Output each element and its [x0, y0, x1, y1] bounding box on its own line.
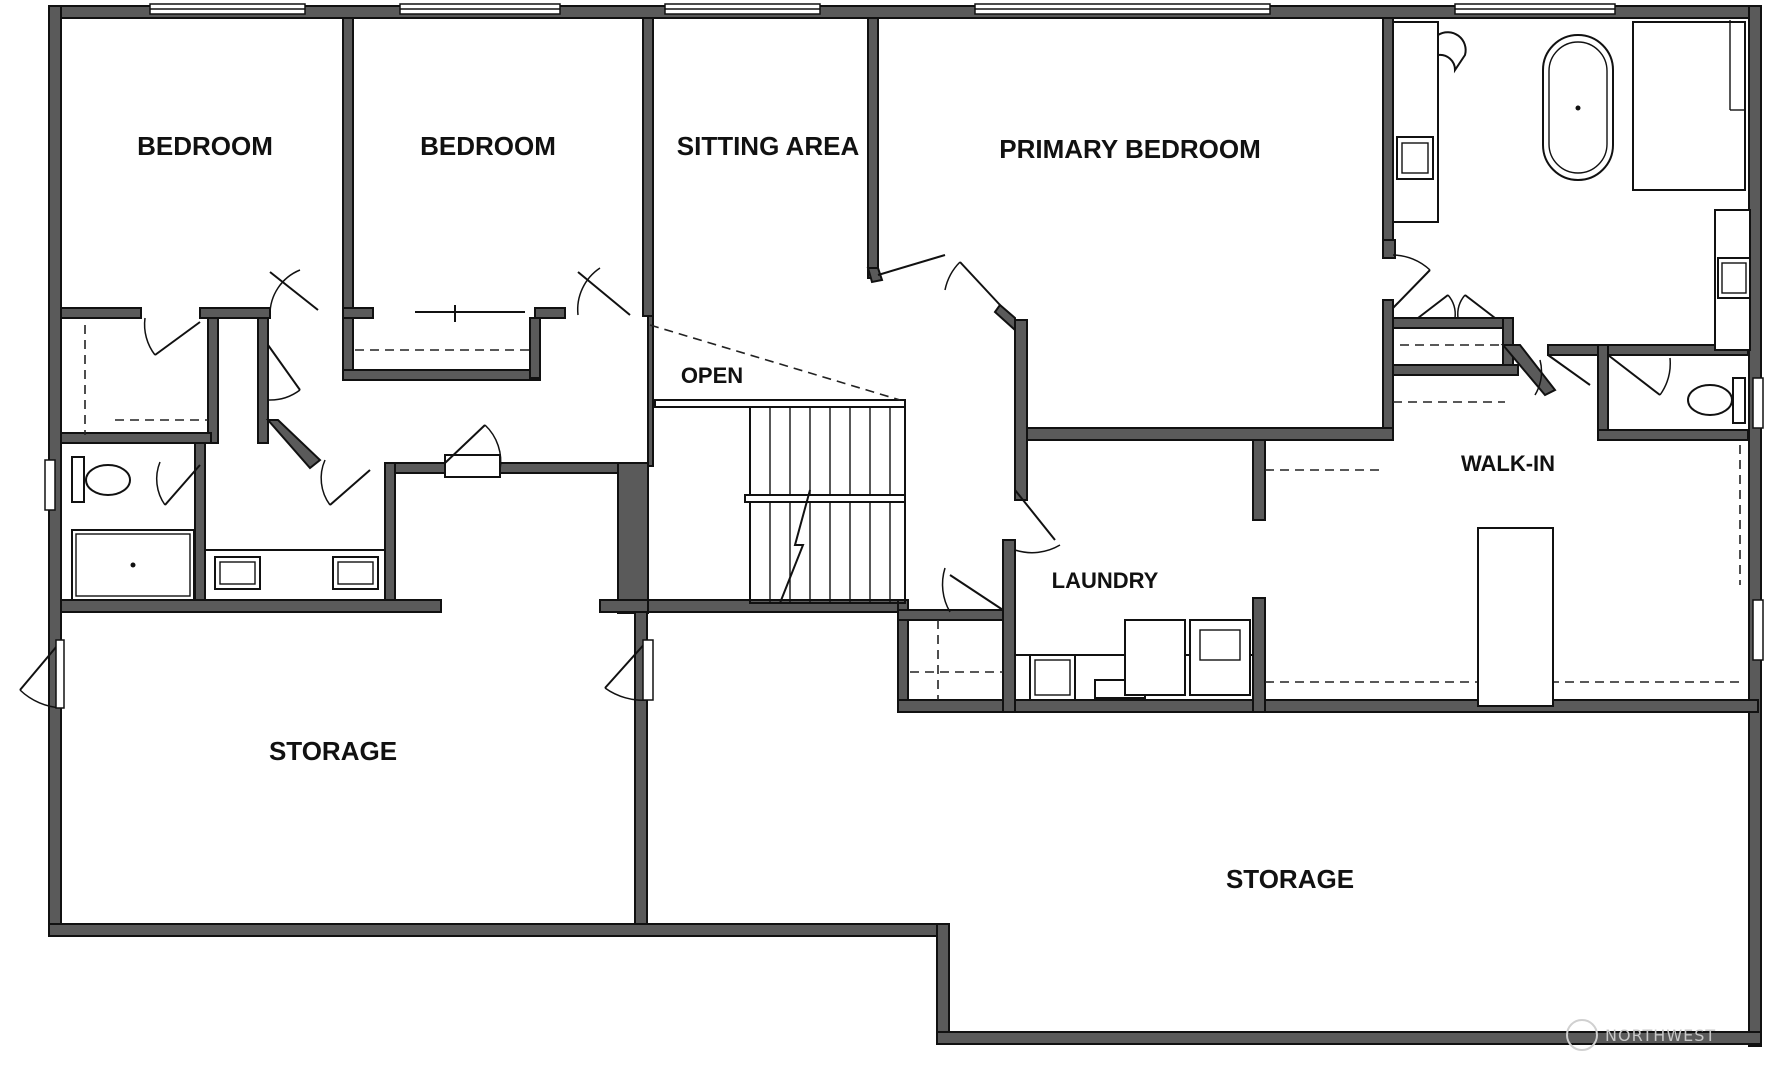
- watermark: NORTHWEST: [1566, 1019, 1716, 1051]
- room-label-bedroom-2: BEDROOM: [420, 131, 556, 161]
- interior-walls: [60, 17, 1759, 925]
- open-to-below: [649, 324, 901, 401]
- doors: [19, 254, 1671, 709]
- room-label-walk-in: WALK-IN: [1461, 451, 1555, 476]
- room-labels: BEDROOM BEDROOM SITTING AREA PRIMARY BED…: [137, 131, 1555, 894]
- room-label-sitting-area: SITTING AREA: [677, 131, 860, 161]
- watermark-text: NORTHWEST: [1605, 1026, 1716, 1045]
- room-label-laundry: LAUNDRY: [1052, 568, 1159, 593]
- room-label-open: OPEN: [681, 363, 743, 388]
- fixtures: [71, 20, 1751, 701]
- stairs: [654, 399, 906, 604]
- closets: [84, 305, 1745, 707]
- room-label-storage-left: STORAGE: [269, 736, 397, 766]
- room-label-bedroom-1: BEDROOM: [137, 131, 273, 161]
- room-label-storage-right: STORAGE: [1226, 864, 1354, 894]
- windows: [44, 3, 1764, 661]
- room-label-primary-bedroom: PRIMARY BEDROOM: [999, 134, 1260, 164]
